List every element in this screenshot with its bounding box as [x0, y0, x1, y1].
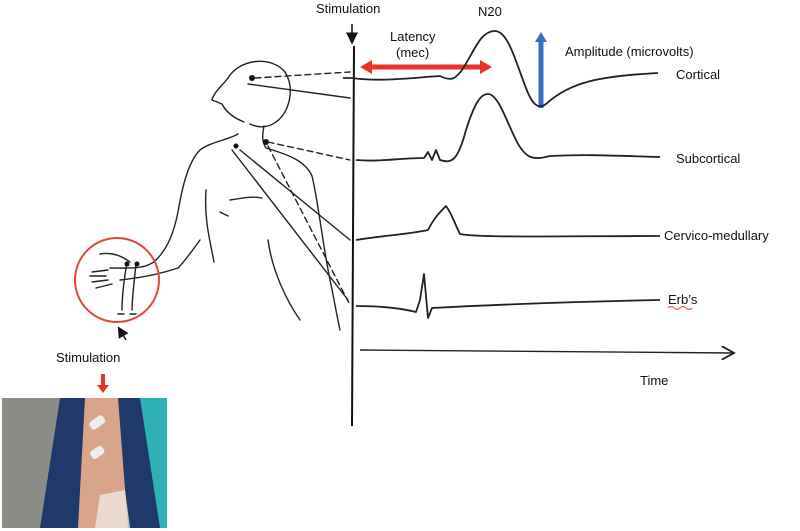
spellcheck-underline — [667, 306, 693, 310]
stimulation-circle — [74, 237, 160, 323]
stimulus-marker-line — [351, 45, 355, 427]
stimulation-site — [74, 237, 160, 341]
stimulation-bottom-label: Stimulation — [56, 350, 120, 365]
latency-label: Latency — [390, 29, 436, 44]
trace-label-erbs: Erb’s — [668, 292, 698, 307]
time-axis — [359, 350, 734, 353]
n20-label: N20 — [478, 4, 502, 19]
stimulation-pointer-icon — [117, 326, 129, 341]
amplitude-label: Amplitude (microvolts) — [565, 44, 694, 59]
body-sketch — [109, 60, 351, 331]
forearm-photo — [2, 398, 167, 528]
amplitude-arrow — [535, 32, 547, 108]
trace-label-cervico-medullary: Cervico-medullary — [664, 228, 769, 243]
trace-subcortical — [355, 93, 661, 163]
time-axis-label: Time — [640, 373, 668, 388]
trace-label-subcortical: Subcortical — [676, 151, 740, 166]
latency-arrow — [360, 60, 492, 74]
trace-cervico-medullary — [355, 205, 661, 241]
stimulation-top-label: Stimulation — [316, 1, 380, 16]
trace-erbs — [355, 273, 661, 319]
trace-label-cortical: Cortical — [676, 67, 720, 82]
trace-cortical — [343, 30, 659, 108]
latency-unit-label: (mec) — [396, 45, 429, 60]
